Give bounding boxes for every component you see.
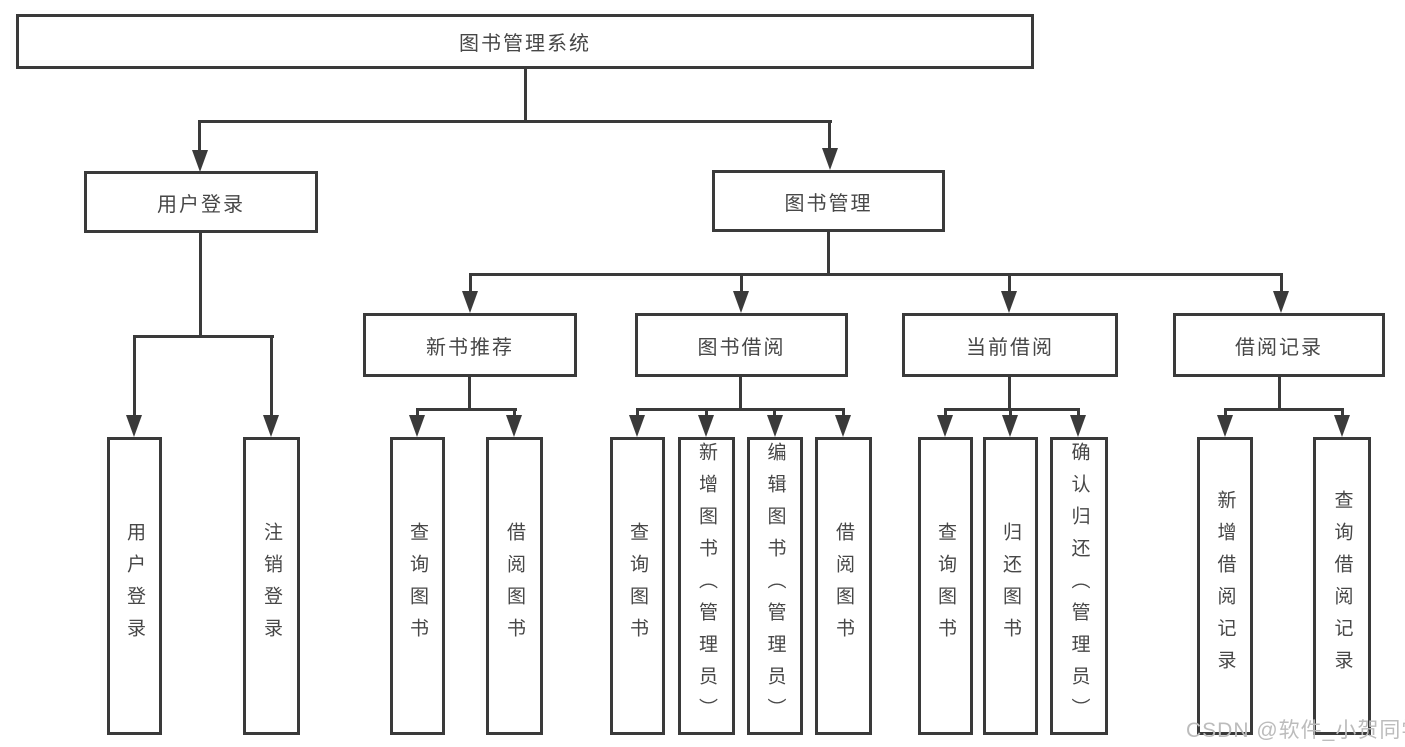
connector-line: [416, 408, 419, 417]
arrowhead: [409, 415, 425, 437]
leaf-query-books-recommend: 查询图书: [390, 437, 445, 735]
connector-line: [468, 377, 471, 408]
arrowhead: [506, 415, 522, 437]
leaf-add-book-admin: 新增图书（管理员）: [678, 437, 735, 735]
arrowhead: [1002, 415, 1018, 437]
connector-line: [705, 408, 708, 417]
connector-line: [133, 335, 136, 417]
leaf-query-books-current: 查询图书: [918, 437, 973, 735]
leaf-query-borrow-record: 查询借阅记录: [1313, 437, 1371, 735]
arrowhead: [1273, 291, 1289, 313]
connector-line: [270, 335, 273, 417]
connector-line: [1224, 408, 1344, 411]
connector-line: [1009, 408, 1012, 417]
connector-line: [827, 232, 830, 273]
leaf-label: 查询借阅记录: [1331, 490, 1353, 682]
arrowhead: [192, 150, 208, 172]
node-book-management: 图书管理: [712, 170, 945, 232]
connector-line: [636, 408, 845, 411]
node-root: 图书管理系统: [16, 14, 1034, 69]
arrowhead: [462, 291, 478, 313]
leaf-label: 查询图书: [627, 522, 648, 650]
leaf-label: 查询图书: [407, 522, 428, 650]
connector-line: [944, 408, 1080, 411]
connector-line: [1224, 408, 1227, 417]
leaf-label: 新增图书（管理员）: [696, 442, 717, 730]
connector-line: [944, 408, 947, 417]
leaf-logout: 注销登录: [243, 437, 300, 735]
node-current-borrowing: 当前借阅: [902, 313, 1118, 377]
leaf-borrow-books-borrowing: 借阅图书: [815, 437, 872, 735]
connector-line: [1278, 377, 1281, 408]
connector-line: [1077, 408, 1080, 417]
arrowhead: [1001, 291, 1017, 313]
connector-line: [416, 408, 517, 411]
connector-line: [524, 69, 527, 120]
arrowhead: [937, 415, 953, 437]
connector-line: [842, 408, 845, 417]
arrowhead: [733, 291, 749, 313]
connector-line: [198, 120, 832, 123]
node-new-book-recommend: 新书推荐: [363, 313, 577, 377]
leaf-label: 查询图书: [935, 522, 956, 650]
connector-line: [198, 120, 201, 152]
connector-line: [636, 408, 639, 417]
connector-line: [828, 120, 831, 152]
arrowhead: [698, 415, 714, 437]
arrowhead: [1334, 415, 1350, 437]
connector-line: [740, 273, 743, 293]
connector-line: [1008, 377, 1011, 408]
leaf-label: 用户登录: [124, 522, 145, 650]
connector-line: [469, 273, 472, 293]
connector-line: [739, 377, 742, 408]
leaf-user-login: 用户登录: [107, 437, 162, 735]
arrowhead: [822, 148, 838, 170]
leaf-query-books-borrowing: 查询图书: [610, 437, 665, 735]
connector-line: [513, 408, 516, 417]
leaf-label: 编辑图书（管理员）: [764, 442, 786, 730]
arrowhead: [1217, 415, 1233, 437]
leaf-confirm-return-admin: 确认归还（管理员）: [1050, 437, 1108, 735]
connector-line: [1008, 273, 1011, 293]
connector-line: [469, 273, 1283, 276]
leaf-label: 新增借阅记录: [1214, 490, 1236, 682]
connector-line: [199, 233, 202, 335]
arrowhead: [126, 415, 142, 437]
arrowhead: [767, 415, 783, 437]
connector-line: [133, 335, 274, 338]
arrowhead: [629, 415, 645, 437]
csdn-watermark: CSDN @软件_小贺同学: [1186, 719, 1405, 742]
leaf-label: 借阅图书: [504, 522, 525, 650]
leaf-label: 确认归还（管理员）: [1068, 442, 1090, 730]
leaf-edit-book-admin: 编辑图书（管理员）: [747, 437, 803, 735]
leaf-label: 借阅图书: [833, 522, 854, 650]
leaf-add-borrow-record: 新增借阅记录: [1197, 437, 1253, 735]
leaf-label: 注销登录: [261, 522, 282, 650]
leaf-label: 归还图书: [1000, 522, 1021, 650]
connector-line: [1280, 273, 1283, 293]
leaf-return-books: 归还图书: [983, 437, 1038, 735]
leaf-borrow-books-recommend: 借阅图书: [486, 437, 543, 735]
node-book-borrowing: 图书借阅: [635, 313, 848, 377]
arrowhead: [1070, 415, 1086, 437]
node-borrowing-records: 借阅记录: [1173, 313, 1385, 377]
connector-line: [1341, 408, 1344, 417]
arrowhead: [263, 415, 279, 437]
arrowhead: [835, 415, 851, 437]
node-user-login: 用户登录: [84, 171, 318, 233]
connector-line: [773, 408, 776, 417]
